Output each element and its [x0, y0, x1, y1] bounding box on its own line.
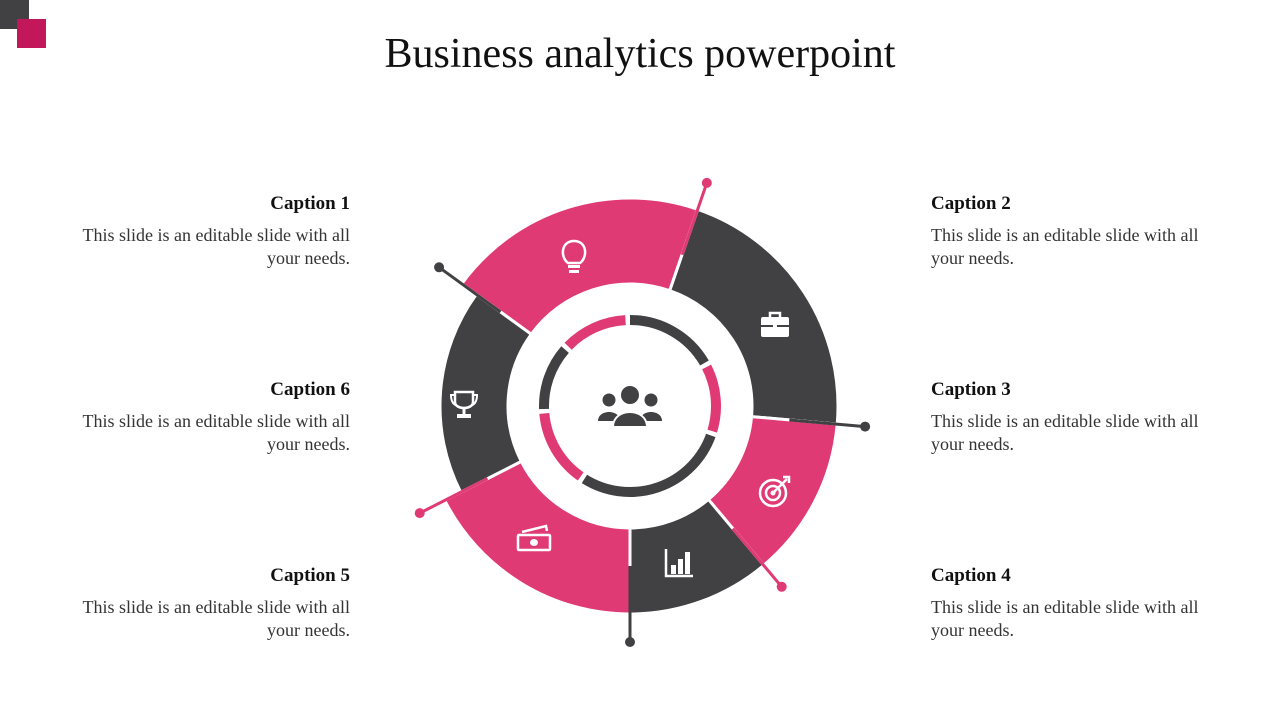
caption-3-text: This slide is an editable slide with all… [931, 411, 1199, 454]
target-icon [758, 475, 791, 508]
connector-dot-5 [414, 508, 425, 519]
inner-ring-arc-3 [581, 433, 716, 497]
connector-line-2 [789, 418, 866, 429]
trophy-icon [449, 390, 479, 418]
bar-chart-icon [664, 549, 693, 578]
caption-6-text: This slide is an editable slide with all… [82, 411, 350, 454]
connector-dot-4 [625, 637, 635, 647]
connector-line-5 [419, 477, 489, 515]
inner-ring-arc-2 [702, 364, 721, 433]
segment-5 [442, 459, 632, 616]
segment-2 [667, 207, 840, 426]
connector-line-6 [438, 266, 502, 314]
caption-4-text: This slide is an editable slide with all… [931, 597, 1199, 640]
caption-4: Caption 4 This slide is an editable slid… [931, 565, 1231, 642]
connector-line-1 [680, 182, 709, 256]
caption-2-title: Caption 2 [931, 193, 1011, 214]
segment-6 [438, 292, 534, 495]
connector-dot-2 [860, 421, 871, 432]
caption-2-text: This slide is an editable slide with all… [931, 225, 1199, 268]
briefcase-icon [761, 311, 789, 337]
caption-6-title: Caption 6 [270, 379, 350, 400]
connector-dot-1 [701, 177, 712, 188]
caption-1-title: Caption 1 [270, 193, 350, 214]
caption-5-title: Caption 5 [270, 565, 350, 586]
corner-decoration-pink [17, 19, 46, 48]
caption-1-text: This slide is an editable slide with all… [82, 225, 350, 268]
inner-ring-arc-1 [629, 315, 709, 366]
caption-3-title: Caption 3 [931, 379, 1011, 400]
connector-dot-3 [776, 581, 787, 592]
caption-6: Caption 6 This slide is an editable slid… [50, 379, 350, 456]
connector-line-3 [731, 527, 783, 588]
caption-5: Caption 5 This slide is an editable slid… [50, 565, 350, 642]
page-title: Business analytics powerpoint [384, 31, 896, 77]
caption-5-text: This slide is an editable slide with all… [82, 597, 350, 640]
inner-ring-arc-5 [539, 346, 569, 410]
caption-2: Caption 2 This slide is an editable slid… [931, 193, 1231, 270]
caption-4-title: Caption 4 [931, 565, 1011, 586]
connector-dot-6 [434, 262, 445, 273]
caption-1: Caption 1 This slide is an editable slid… [50, 193, 350, 270]
lightbulb-icon [561, 239, 587, 273]
caption-3: Caption 3 This slide is an editable slid… [931, 379, 1231, 456]
inner-ring-arc-4 [539, 412, 584, 481]
team-icon [598, 384, 662, 428]
inner-ring-arc-6 [564, 315, 626, 350]
money-icon [516, 524, 552, 552]
